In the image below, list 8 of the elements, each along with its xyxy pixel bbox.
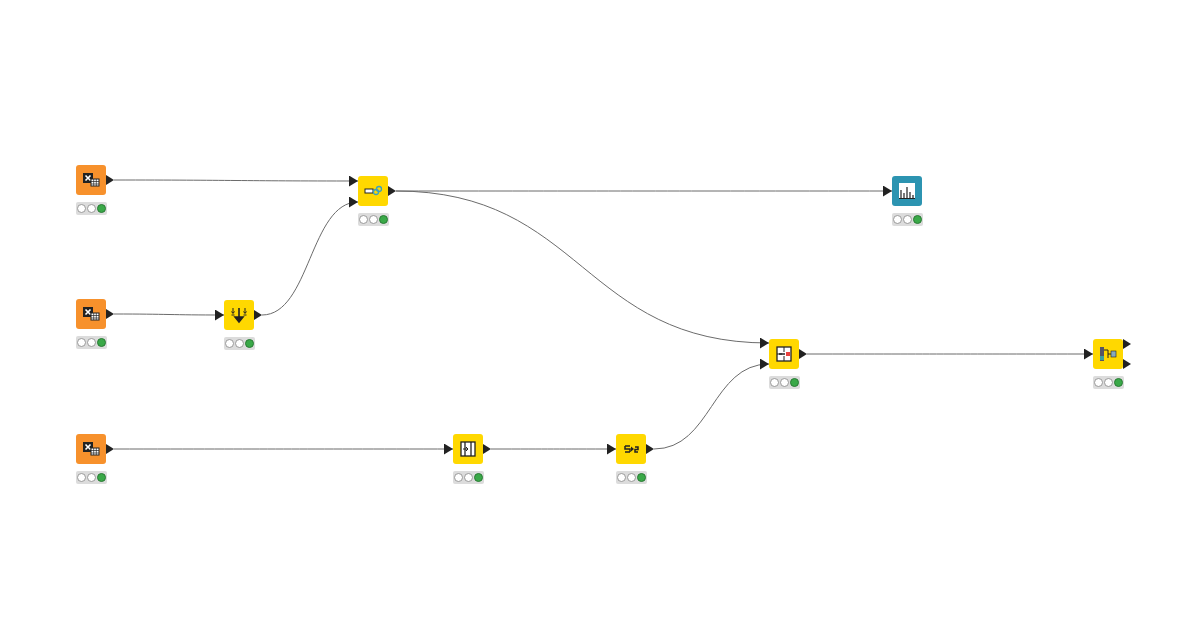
connector-arrow <box>113 175 359 187</box>
connector-arrow <box>490 443 617 455</box>
connector-arrow <box>261 198 359 316</box>
connector-arrow <box>806 348 1094 360</box>
connector-arrow <box>653 359 770 450</box>
connector-arrow <box>395 190 770 348</box>
connector-arrow <box>113 443 454 455</box>
connector-arrow <box>113 309 225 321</box>
